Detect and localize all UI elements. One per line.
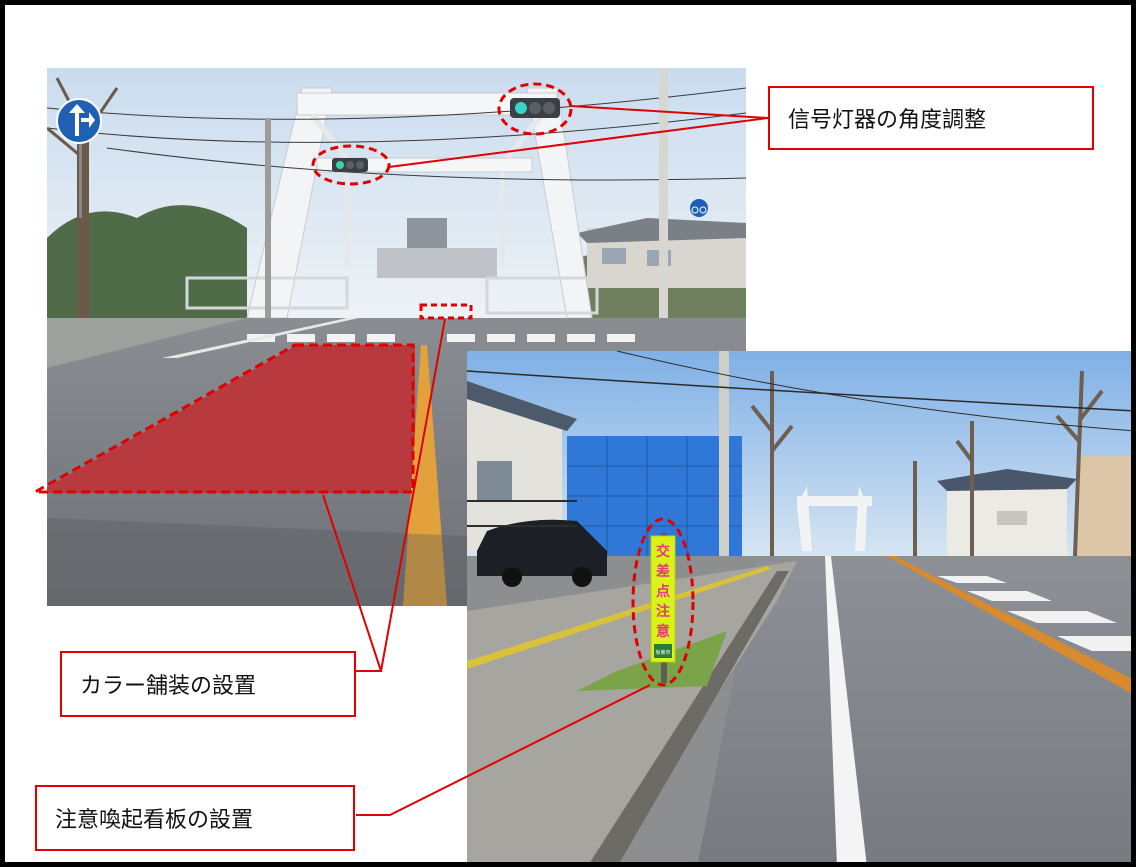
sign-issuer: 坂東市	[655, 649, 670, 656]
sign-char: 注	[656, 603, 670, 620]
color-paving-callout: カラー舗装の設置	[60, 651, 356, 717]
sign-char: 交	[656, 543, 670, 560]
sign-char: 差	[656, 563, 670, 580]
roadside-photo: 交 差 点 注 意 坂東市	[467, 351, 1131, 862]
callout-label: 注意喚起看板の設置	[55, 808, 254, 833]
sign-char: 点	[656, 583, 670, 600]
caution-board-callout: 注意喚起看板の設置	[35, 785, 355, 851]
signal-angle-callout: 信号灯器の角度調整	[768, 86, 1094, 150]
traffic-light-icon	[510, 98, 560, 118]
road-sign-arrow-icon	[56, 98, 102, 144]
callout-label: 信号灯器の角度調整	[788, 108, 987, 133]
callout-label: カラー舗装の設置	[80, 674, 257, 699]
traffic-light-icon	[332, 158, 368, 172]
bicycle-sign-icon	[690, 199, 708, 217]
sign-char: 意	[656, 623, 670, 640]
roadside-photo-drawing: 交 差 点 注 意 坂東市	[467, 351, 1131, 862]
